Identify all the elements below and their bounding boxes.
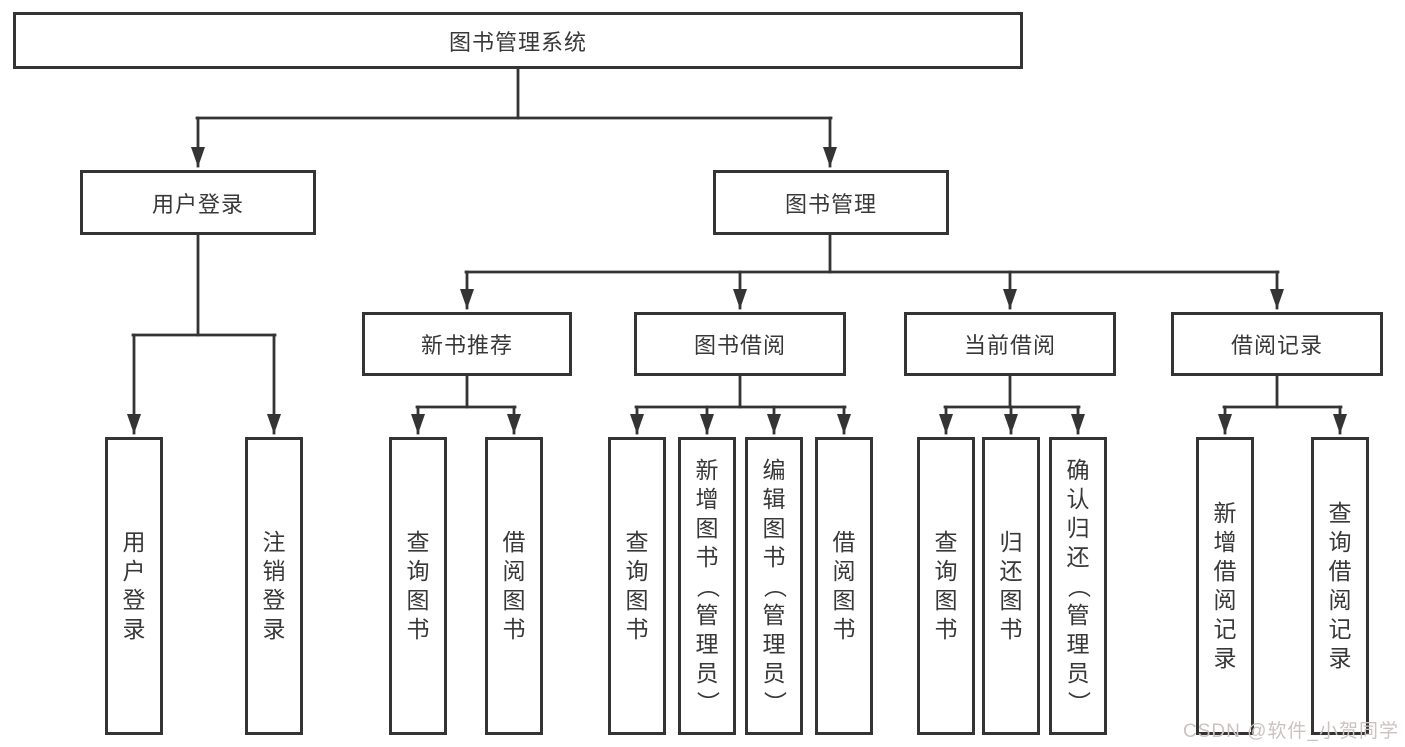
node-user-login: 用户登录: [80, 170, 316, 235]
node-current-borrowing: 当前借阅: [904, 312, 1116, 376]
leaf-query-books-current: 查询图书: [917, 437, 975, 735]
node-label: 新增图书（管理员）: [694, 456, 721, 714]
node-label: 查询图书: [625, 529, 649, 642]
node-label: 编辑图书（管理员）: [761, 456, 788, 714]
node-label: 图书管理: [784, 191, 877, 217]
leaf-borrow-books-borrowing: 借阅图书: [815, 437, 873, 735]
node-label: 查询图书: [406, 529, 430, 642]
node-borrowing-records: 借阅记录: [1171, 312, 1383, 376]
node-book-management: 图书管理: [713, 170, 949, 235]
node-label: 借阅图书: [832, 529, 856, 642]
leaf-borrow-books-recommend: 借阅图书: [485, 437, 543, 735]
node-label: 借阅图书: [502, 529, 526, 642]
node-label: 借阅记录: [1230, 333, 1323, 358]
node-label: 确认归还（管理员）: [1065, 456, 1092, 714]
leaf-logout: 注销登录: [245, 437, 303, 735]
node-library-system: 图书管理系统: [13, 12, 1023, 69]
node-new-book-recommend: 新书推荐: [362, 312, 572, 376]
node-label: 图书管理系统: [448, 29, 587, 55]
leaf-add-borrow-record: 新增借阅记录: [1196, 437, 1254, 735]
node-label: 查询借阅记录: [1328, 500, 1352, 671]
node-label: 当前借阅: [963, 333, 1056, 358]
node-label: 用户登录: [122, 529, 146, 642]
leaf-user-login: 用户登录: [105, 437, 163, 735]
node-label: 用户登录: [151, 191, 244, 217]
leaf-edit-books-admin: 编辑图书（管理员）: [745, 437, 803, 735]
leaf-confirm-return-admin: 确认归还（管理员）: [1049, 437, 1107, 735]
node-label: 新增借阅记录: [1213, 500, 1237, 671]
leaf-query-borrow-record: 查询借阅记录: [1311, 437, 1369, 735]
leaf-query-books-recommend: 查询图书: [389, 437, 447, 735]
node-book-borrowing: 图书借阅: [634, 312, 846, 376]
node-label: 注销登录: [262, 529, 286, 642]
node-label: 查询图书: [934, 529, 958, 642]
node-label: 新书推荐: [420, 333, 513, 358]
node-label: 归还图书: [999, 529, 1023, 642]
leaf-return-books: 归还图书: [982, 437, 1040, 735]
watermark: CSDN @软件_小贺同学: [1183, 721, 1399, 742]
node-label: 图书借阅: [693, 333, 786, 358]
leaf-add-books-admin: 新增图书（管理员）: [678, 437, 736, 735]
leaf-query-books-borrowing: 查询图书: [608, 437, 666, 735]
